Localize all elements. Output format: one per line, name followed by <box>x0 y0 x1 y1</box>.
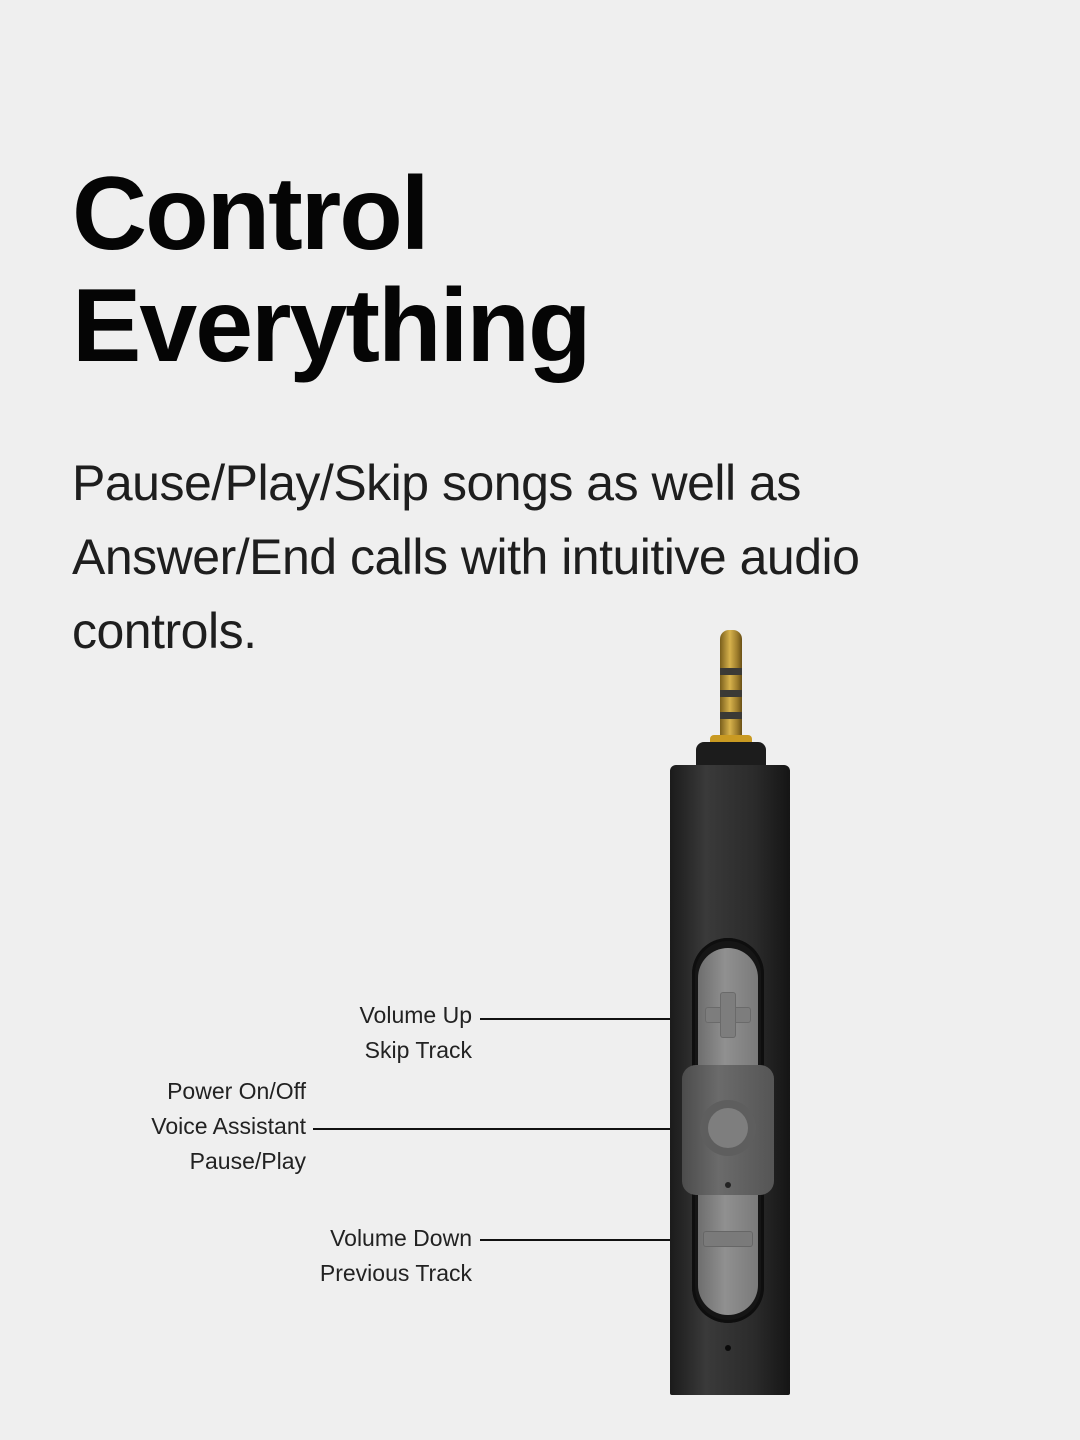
center-button-callout: Power On/Off Voice Assistant Pause/Play <box>100 1074 306 1179</box>
plug-ring <box>720 712 742 719</box>
center-leader-line <box>313 1128 730 1130</box>
microphone-hole-icon <box>725 1345 731 1351</box>
headline: Control Everything <box>72 156 591 384</box>
center-button-icon <box>708 1108 748 1148</box>
power-label: Power On/Off <box>167 1078 306 1104</box>
minus-icon <box>704 1232 752 1246</box>
volume-down-leader-line <box>480 1239 730 1241</box>
plug-neck <box>696 742 766 768</box>
headline-line-2: Everything <box>72 268 591 384</box>
inline-remote-device <box>640 620 840 1400</box>
headline-line-1: Control <box>72 156 430 272</box>
voice-assistant-label: Voice Assistant <box>151 1113 306 1139</box>
plug-collar <box>710 735 752 743</box>
volume-up-callout: Volume Up Skip Track <box>280 998 472 1068</box>
skip-track-label: Skip Track <box>364 1037 472 1063</box>
volume-up-leader-line <box>480 1018 730 1020</box>
previous-track-label: Previous Track <box>319 1260 472 1286</box>
plug-ring <box>720 690 742 697</box>
pause-play-label: Pause/Play <box>189 1148 306 1174</box>
volume-down-callout: Volume Down Previous Track <box>260 1221 472 1291</box>
volume-up-label: Volume Up <box>359 1002 472 1028</box>
plus-icon <box>721 993 735 1037</box>
description: Pause/Play/Skip songs as well as Answer/… <box>72 455 860 659</box>
volume-down-label: Volume Down <box>330 1225 472 1251</box>
led-indicator-icon <box>725 1182 731 1188</box>
plug-ring <box>720 668 742 675</box>
